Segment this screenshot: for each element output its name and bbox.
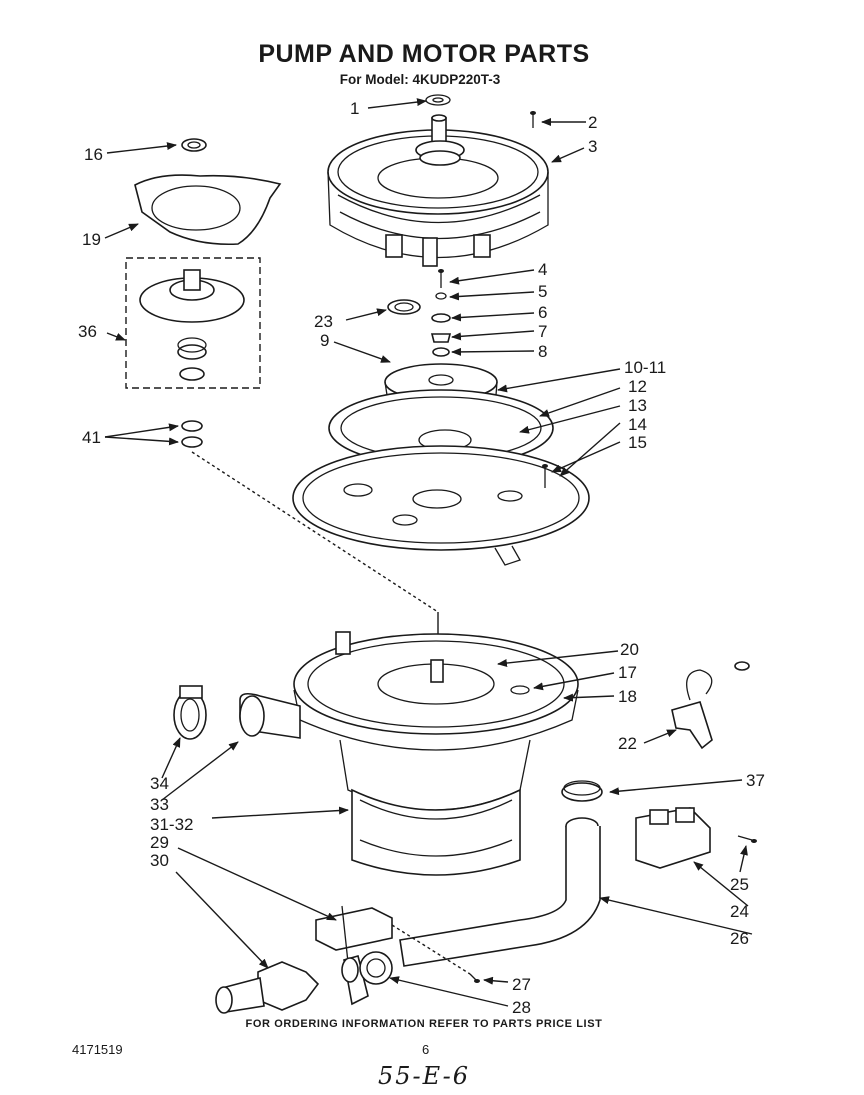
page-number: 6: [422, 1042, 430, 1057]
callout-37: 37: [746, 771, 765, 790]
callout-3: 3: [588, 137, 597, 156]
callout-34: 34: [150, 774, 169, 793]
fastener-stack-drawing: [387, 269, 452, 357]
document-number: 4171519: [72, 1042, 123, 1057]
callout-22: 22: [618, 734, 637, 753]
callout-29: 29: [150, 833, 169, 852]
callout-20: 20: [620, 640, 639, 659]
callout-1: 1: [350, 99, 359, 118]
seal-assembly-drawing: [125, 138, 439, 660]
callout-5: 5: [538, 282, 547, 301]
callout-16: 16: [84, 145, 103, 164]
callout-23: 23: [314, 312, 333, 331]
callout-9: 9: [320, 331, 329, 350]
callout-10-11: 10-11: [624, 358, 666, 377]
switch-components-drawing: [561, 661, 757, 869]
callout-19: 19: [82, 230, 101, 249]
motor-drawing: [327, 94, 549, 267]
callout-28: 28: [512, 998, 531, 1017]
callout-33: 33: [150, 795, 169, 814]
callout-leaders: [104, 98, 753, 1007]
callout-25: 25: [730, 875, 749, 894]
callout-2: 2: [588, 113, 597, 132]
handwritten-note: 55-E-6: [378, 1062, 470, 1090]
callout-8: 8: [538, 342, 547, 361]
callout-41: 41: [82, 428, 101, 447]
callout-30: 30: [150, 851, 169, 870]
callout-labels: 1 2 3 16 19 4 5 6 23 7 36 9 8 10-11 12 1…: [78, 99, 765, 1017]
callout-7: 7: [538, 322, 547, 341]
callout-31-32: 31-32: [150, 815, 193, 834]
page-title: PUMP AND MOTOR PARTS: [258, 40, 590, 68]
hose-inlet-drawing: [215, 817, 601, 1014]
callout-36: 36: [78, 322, 97, 341]
impeller-housing-drawing: [292, 363, 590, 566]
callout-26: 26: [730, 929, 749, 948]
callout-4: 4: [538, 260, 547, 279]
model-subtitle: For Model: 4KUDP220T-3: [339, 72, 501, 87]
callout-18: 18: [618, 687, 637, 706]
callout-13: 13: [628, 396, 647, 415]
callout-12: 12: [628, 377, 647, 396]
callout-14: 14: [628, 415, 647, 434]
callout-27: 27: [512, 975, 531, 994]
callout-15: 15: [628, 433, 647, 452]
ordering-info-footer: FOR ORDERING INFORMATION REFER TO PARTS …: [245, 1018, 603, 1030]
callout-24: 24: [730, 902, 749, 921]
pump-base-drawing: [173, 631, 579, 876]
callout-6: 6: [538, 303, 547, 322]
callout-17: 17: [618, 663, 637, 682]
